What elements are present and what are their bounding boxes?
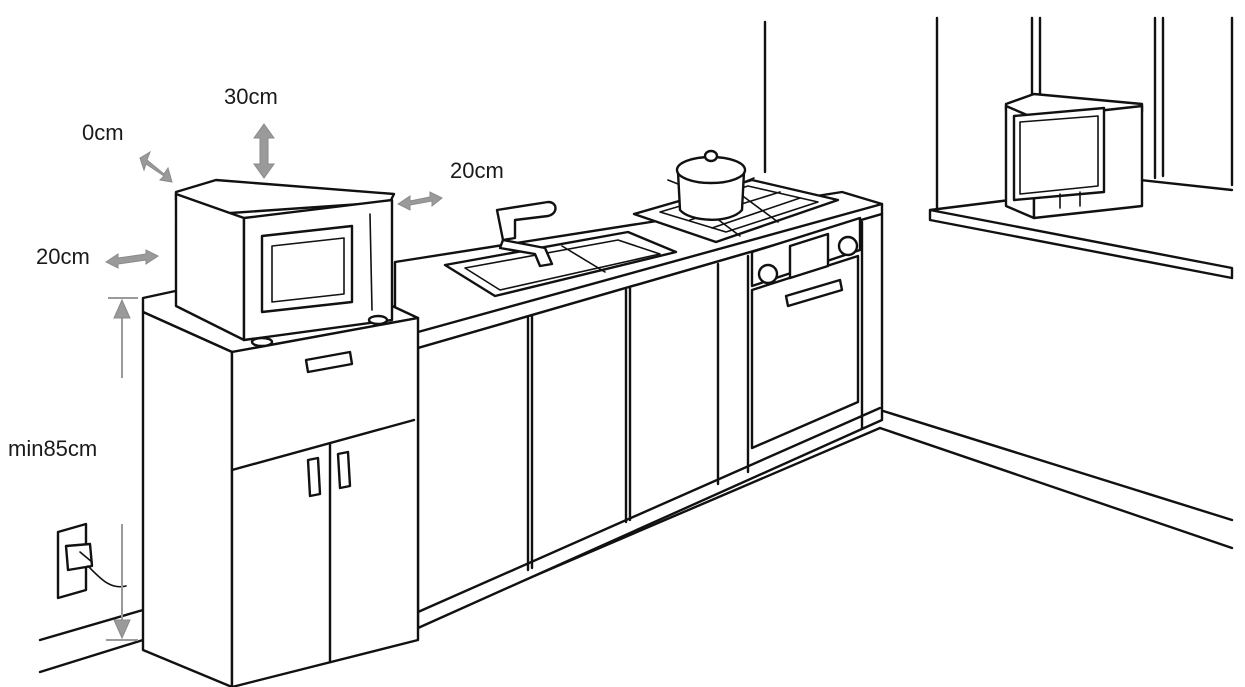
stove-icon — [632, 178, 862, 450]
room-walls — [38, 16, 1234, 674]
label-clearance-left: 20cm — [36, 244, 90, 269]
arrow-left-icon — [105, 249, 159, 269]
arrow-back-left-icon — [139, 150, 173, 183]
arrow-top-icon — [253, 123, 275, 179]
window-microwave-icon — [1004, 92, 1144, 220]
height-dimension-icon — [106, 297, 138, 641]
microwave-icon — [174, 178, 396, 348]
label-clearance-back: 0cm — [82, 120, 124, 145]
wall-socket-icon — [56, 522, 127, 600]
clearance-arrows — [105, 123, 443, 641]
arrow-right-icon — [397, 191, 443, 211]
microwave-stand-cabinet — [141, 288, 420, 687]
label-min-height: min85cm — [8, 436, 97, 461]
label-clearance-right: 20cm — [450, 158, 504, 183]
sink-icon — [443, 200, 678, 298]
pot-icon — [667, 149, 755, 221]
label-clearance-top: 30cm — [224, 84, 278, 109]
